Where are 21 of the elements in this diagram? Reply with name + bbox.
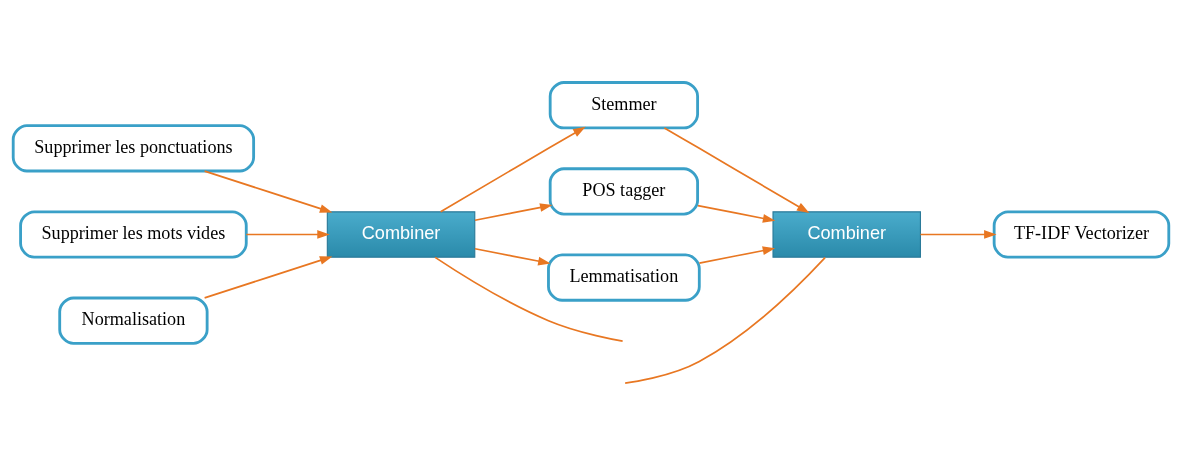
arrow: [474, 203, 553, 222]
arrow: [203, 170, 333, 213]
node-box: Combiner: [772, 211, 921, 258]
node-box: Normalisation: [58, 296, 209, 345]
node-box: Supprimer les ponctuations: [11, 124, 256, 173]
arrow: [474, 247, 551, 266]
connector: [624, 256, 826, 384]
arrow: [697, 204, 776, 223]
arrow: [698, 246, 776, 264]
arrow: [245, 230, 330, 239]
node-box: Supprimer les mots vides: [19, 210, 248, 259]
connector: [434, 256, 624, 342]
node-box: Lemmatisation: [547, 253, 701, 302]
arrow: [663, 127, 810, 214]
arrow: [203, 256, 333, 299]
arrow: [439, 126, 586, 213]
node-box: TF-IDF Vectorizer: [992, 210, 1171, 259]
node-box: Stemmer: [548, 81, 699, 130]
node-box: POS tagger: [548, 167, 699, 216]
node-box: Combiner: [326, 211, 476, 258]
arrow: [919, 230, 997, 239]
